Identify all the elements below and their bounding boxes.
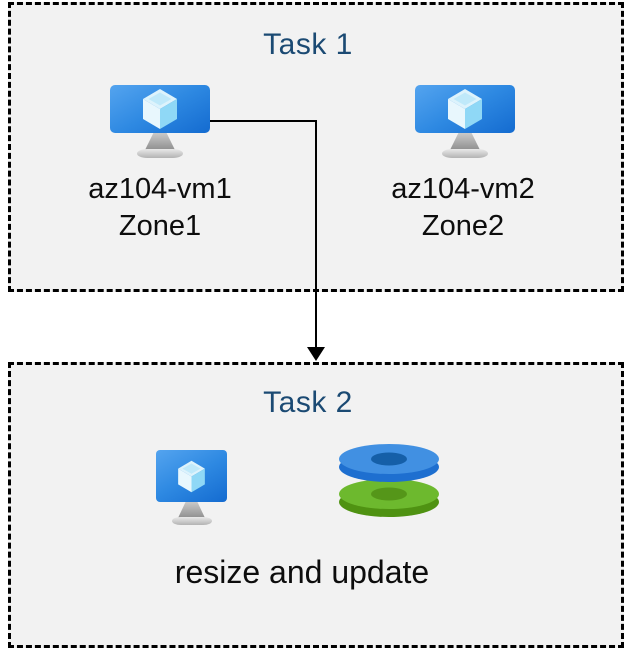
task2-caption: resize and update (174, 554, 430, 590)
vm-cube-icon (178, 460, 205, 492)
vm-monitor (156, 450, 227, 502)
vm-cube-icon (143, 89, 177, 129)
vm-stand-base (172, 517, 212, 525)
arrow-head-icon (307, 347, 325, 361)
arrow-vertical-segment (315, 120, 317, 348)
task1-title: Task 1 (263, 28, 353, 61)
vm-stand-neck (450, 133, 480, 150)
vm-stand-neck (145, 133, 175, 150)
vm1-label: az104-vm1 Zone1 (50, 171, 270, 245)
disk-blue (339, 444, 439, 482)
vm1-zone: Zone1 (118, 210, 202, 242)
vm-cube-icon (448, 89, 482, 129)
managed-disks-icon (339, 444, 439, 517)
vm2-label: az104-vm2 Zone2 (353, 171, 573, 245)
vm-stand-neck (178, 502, 205, 518)
vm-monitor (415, 85, 515, 133)
vm-stand-base (442, 149, 488, 158)
vm2-name: az104-vm2 (391, 173, 535, 205)
task2-box (8, 362, 624, 648)
vm-monitor (110, 85, 210, 133)
vm-stand-base (137, 149, 183, 158)
arrow-horizontal-segment (210, 120, 317, 122)
vm1-name: az104-vm1 (88, 173, 232, 205)
vm2-zone: Zone2 (421, 210, 505, 242)
disk-green (339, 479, 439, 517)
task2-title: Task 2 (263, 386, 353, 419)
